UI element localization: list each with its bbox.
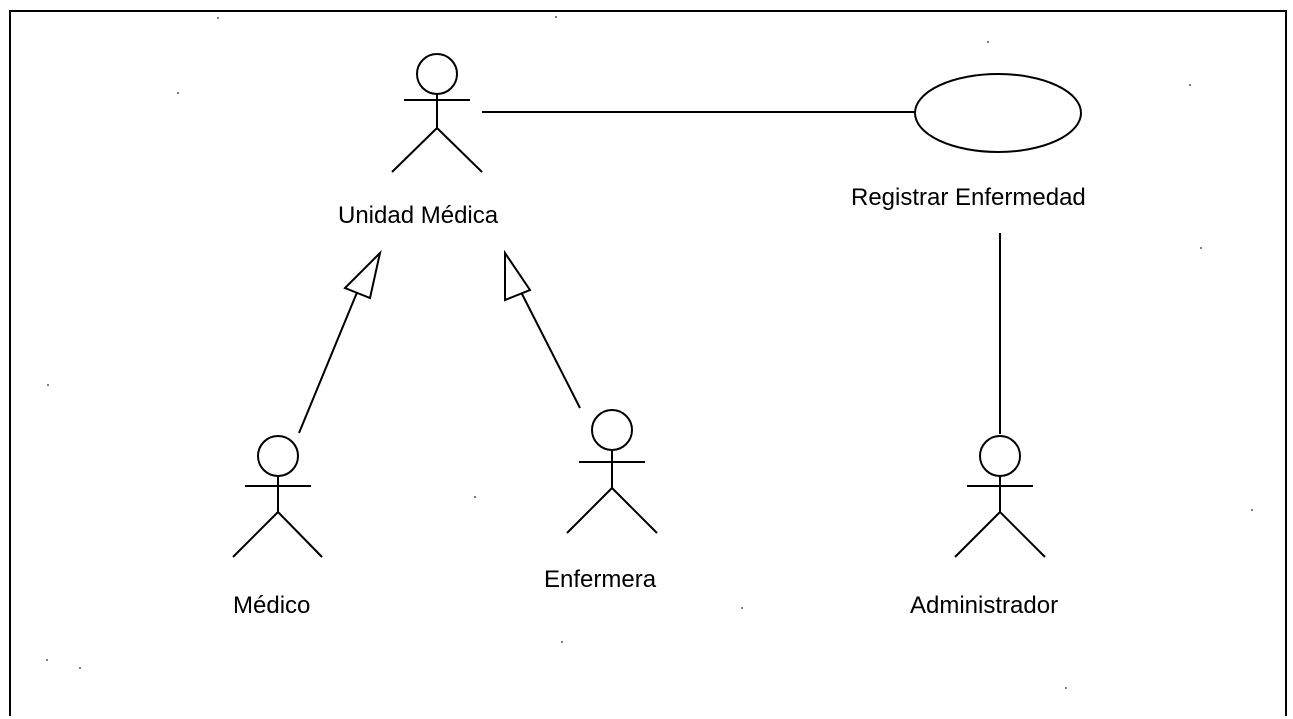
use-case-registrar-enfermedad-ellipse	[914, 73, 1082, 153]
actor-unidad-medica-icon	[391, 53, 483, 173]
actor-label-unidad-medica: Unidad Médica	[338, 202, 499, 229]
diagram-border	[9, 10, 1287, 716]
generalization-enfermera-unidad-medica	[504, 249, 581, 409]
generalization-arrowhead-icon	[504, 249, 532, 302]
actor-medico-icon	[232, 435, 323, 558]
actor-enfermera-icon	[566, 409, 658, 534]
actor-administrador-icon	[954, 435, 1046, 558]
generalization-arrowhead-icon	[343, 249, 382, 300]
actor-label-medico: Médico	[233, 592, 311, 619]
actor-label-enfermera: Enfermera	[544, 566, 657, 593]
use-case-label-registrar-enfermedad: Registrar Enfermedad	[851, 184, 1086, 211]
generalization-medico-unidad-medica	[298, 249, 382, 434]
actor-label-administrador: Administrador	[910, 592, 1059, 619]
scan-noise	[46, 16, 1253, 689]
